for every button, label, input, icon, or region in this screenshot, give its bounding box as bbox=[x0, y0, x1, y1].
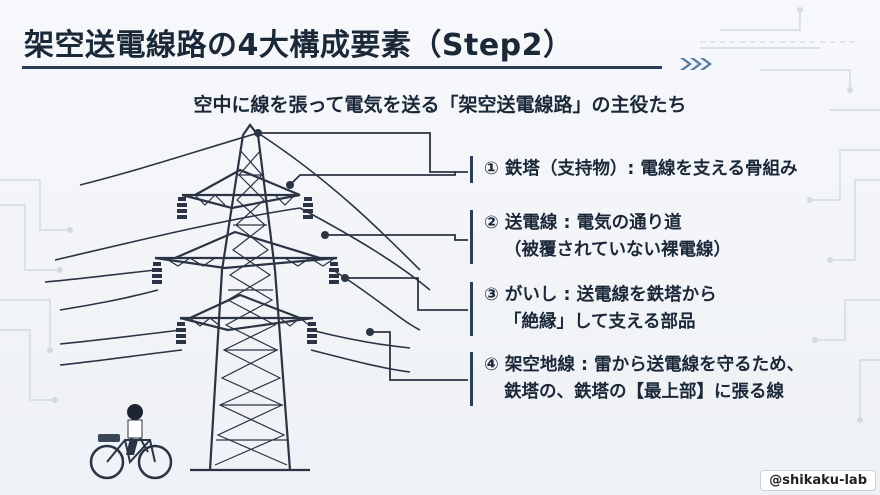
label-ground-wire-text: ④ 架空地線 : 雷から送電線を守るため、 bbox=[484, 355, 805, 375]
insulator-icon bbox=[177, 197, 187, 219]
cyclist-illustration bbox=[89, 404, 173, 480]
label-power-line-text: ② 送電線 : 電気の通り道 bbox=[484, 213, 682, 233]
label-insulator-text: ③ がいし : 送電線を鉄塔から bbox=[484, 285, 717, 305]
label-tower: ① 鉄塔（支持物）: 電線を支える骨組み bbox=[470, 156, 797, 183]
label-insulator-text-2: 「絶縁」して支える部品 bbox=[504, 312, 696, 332]
title-underline bbox=[22, 66, 662, 69]
insulator-icon bbox=[152, 262, 162, 284]
insulator-icon bbox=[176, 322, 186, 344]
label-power-line-text-2: （被覆されていない裸電線） bbox=[504, 240, 731, 260]
label-power-line: ② 送電線 : 電気の通り道 （被覆されていない裸電線） bbox=[470, 210, 731, 264]
tower-lattice bbox=[164, 149, 336, 466]
label-insulator: ③ がいし : 送電線を鉄塔から 「絶縁」して支える部品 bbox=[470, 282, 717, 336]
tower-frame bbox=[154, 123, 338, 472]
label-ground-wire: ④ 架空地線 : 雷から送電線を守るため、 鉄塔の、鉄塔の【最上部】に張る線 bbox=[470, 352, 804, 406]
callout-lines bbox=[258, 132, 468, 381]
label-tower-text: ① 鉄塔（支持物）: 電線を支える骨組み bbox=[484, 159, 798, 179]
page-title: 架空送電線路の4大構成要素（Step2） bbox=[24, 28, 574, 63]
credit-badge: @shikaku-lab bbox=[760, 470, 876, 491]
subtitle: 空中に線を張って電気を送る「架空送電線路」の主役たち bbox=[193, 94, 687, 116]
insulator-icon bbox=[307, 322, 317, 344]
chevron-arrows-icon bbox=[680, 58, 712, 70]
insulator-icon bbox=[303, 197, 313, 219]
insulator-icon bbox=[329, 262, 339, 284]
callout-dots bbox=[254, 129, 374, 336]
label-ground-wire-text-2: 鉄塔の、鉄塔の【最上部】に張る線 bbox=[504, 382, 784, 402]
power-lines bbox=[44, 132, 431, 373]
insulators bbox=[152, 197, 339, 344]
